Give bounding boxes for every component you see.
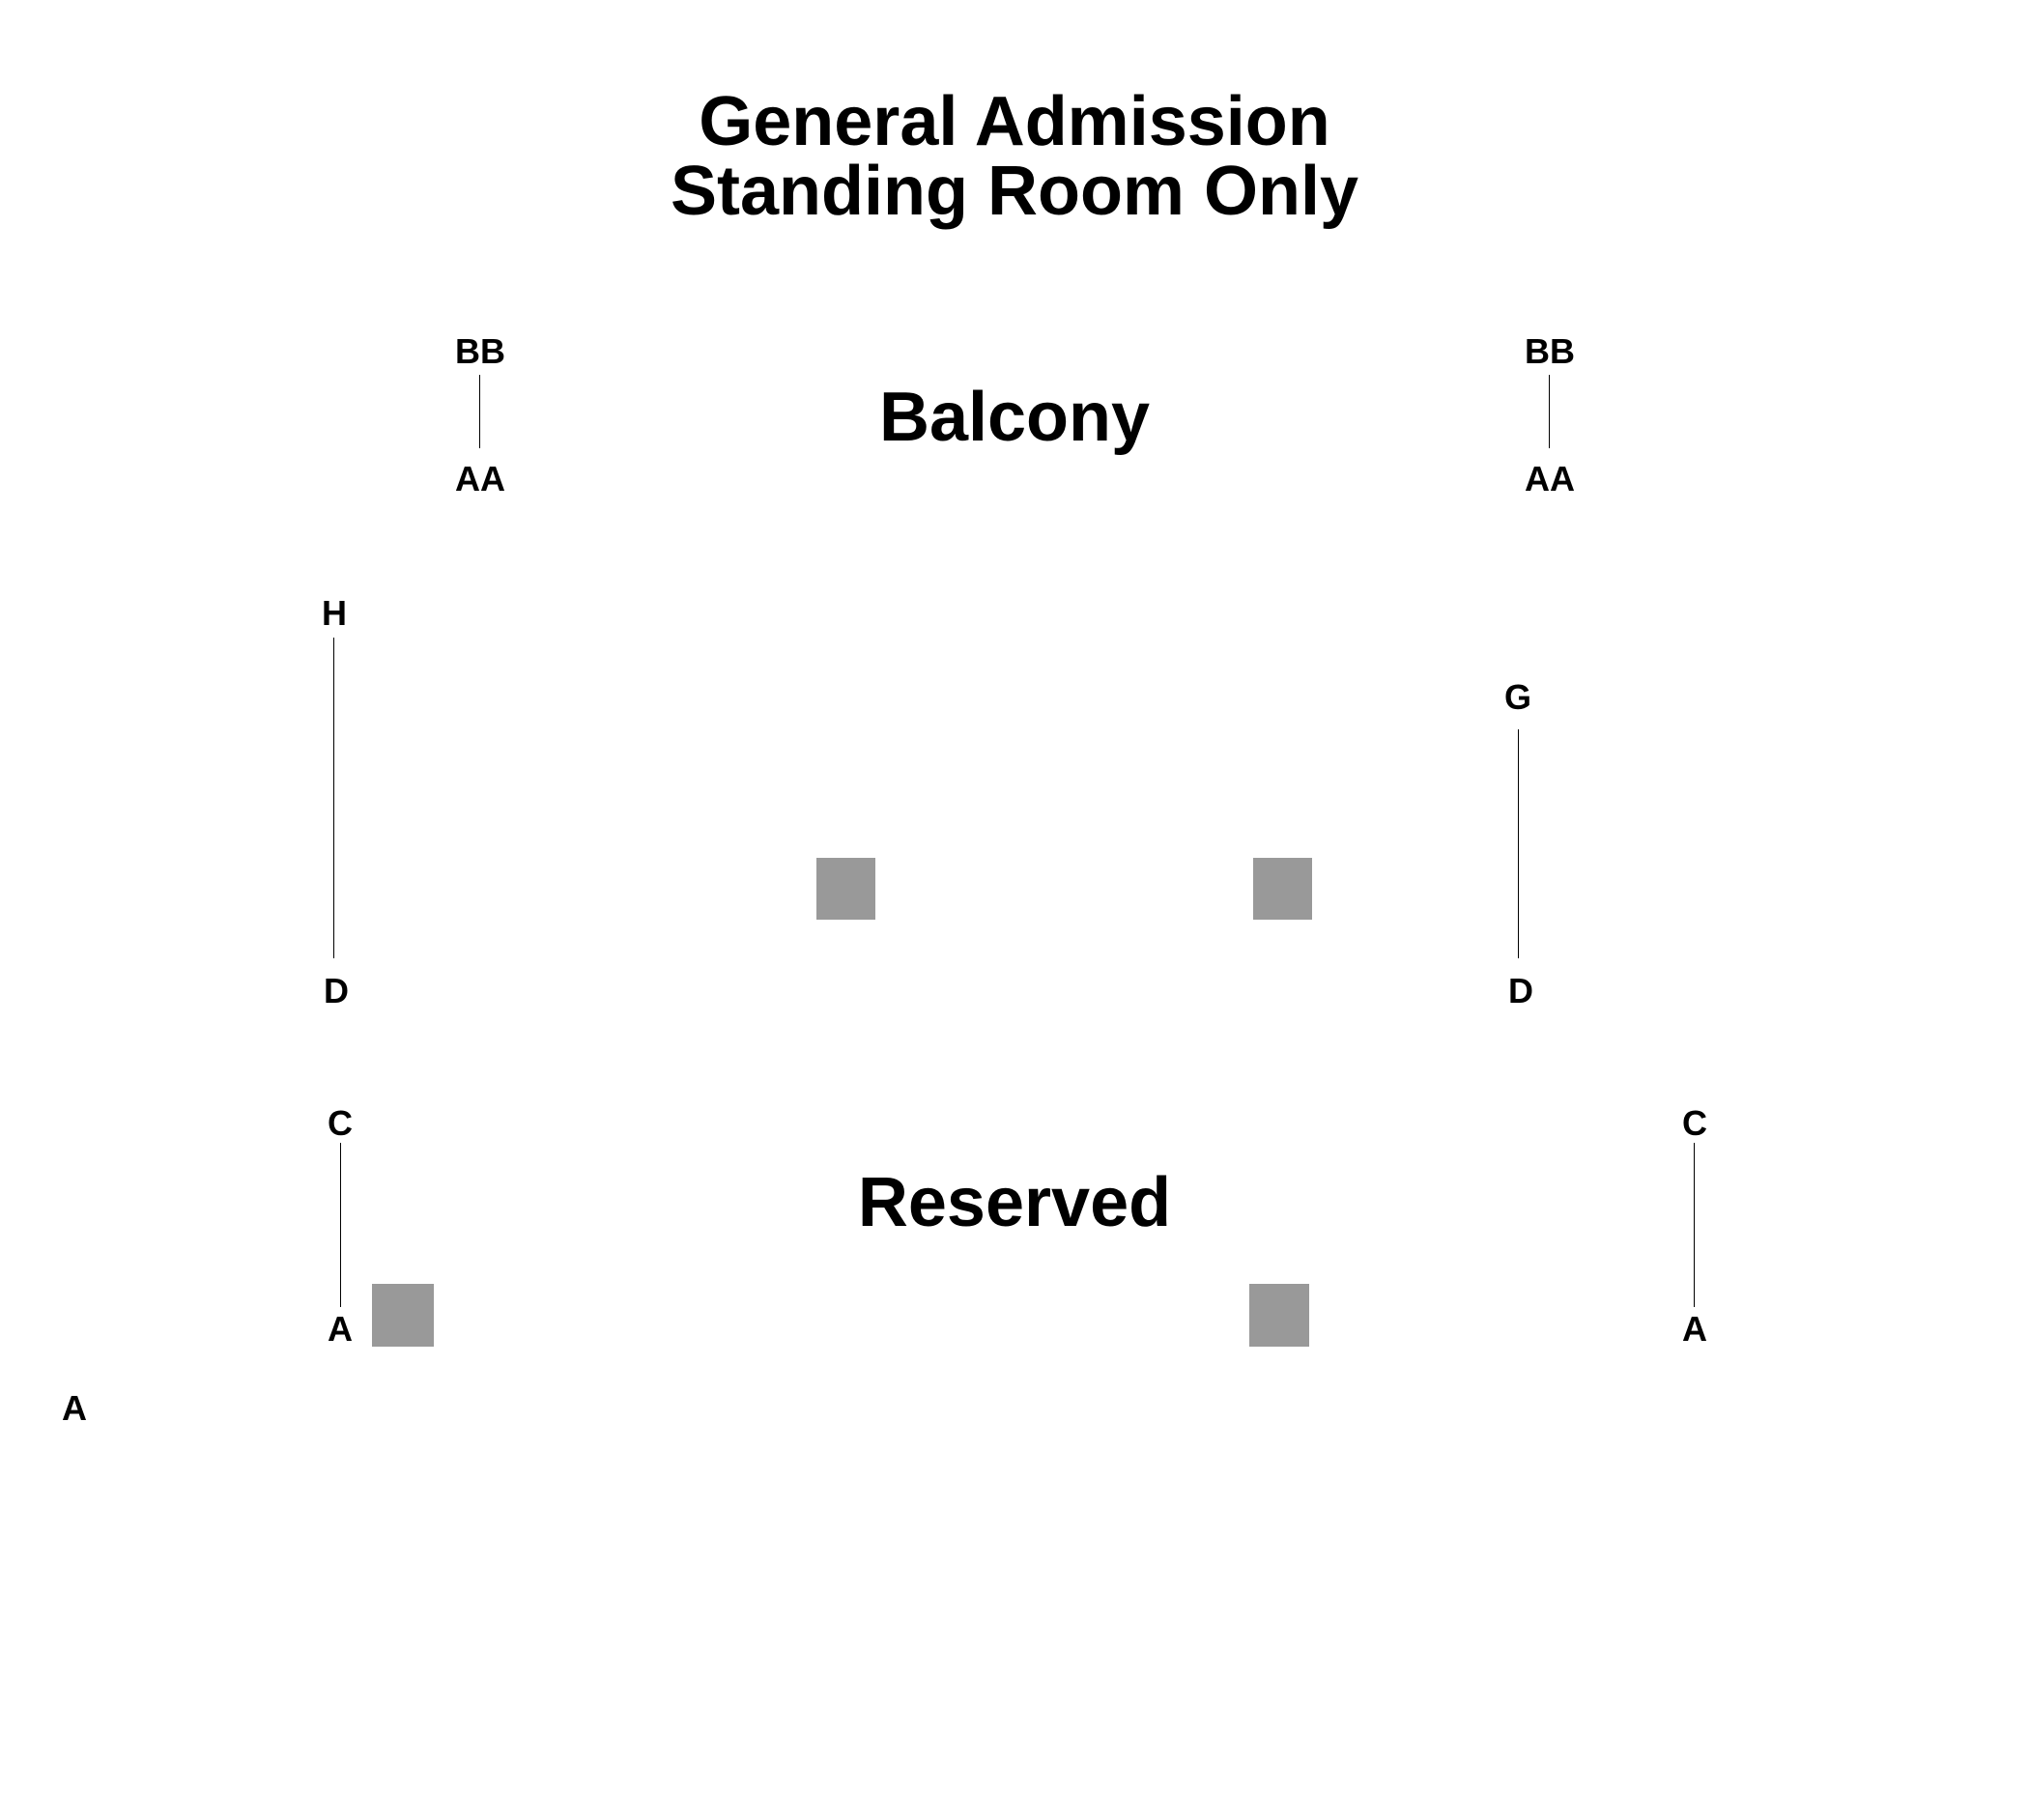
row-label-a-left: A — [328, 1309, 353, 1349]
section-label-balcony: Balcony — [878, 379, 1151, 456]
row-range-line-reserved-right — [1694, 1143, 1695, 1307]
section-marker-reserved-right — [1249, 1284, 1309, 1347]
row-range-line-balcony-left — [479, 375, 480, 448]
title-general-admission: General Admission — [699, 83, 1330, 160]
row-range-line-balcony-right — [1549, 375, 1550, 448]
row-label-c-left: C — [328, 1103, 353, 1143]
row-label-a-standalone: A — [62, 1388, 87, 1428]
row-label-aa-left: AA — [455, 459, 505, 498]
title-standing-room-only: Standing Room Only — [671, 153, 1358, 230]
row-label-d-right: D — [1508, 971, 1533, 1010]
row-label-bb-left: BB — [455, 331, 505, 371]
row-label-aa-right: AA — [1525, 459, 1575, 498]
row-label-a-right: A — [1682, 1309, 1707, 1349]
section-marker-balcony-left — [816, 858, 875, 920]
row-label-g-right: G — [1503, 677, 1531, 717]
row-label-d-left: D — [324, 971, 349, 1010]
section-marker-balcony-right — [1253, 858, 1312, 920]
row-label-h-left: H — [322, 593, 347, 633]
section-label-reserved: Reserved — [857, 1164, 1172, 1241]
row-label-bb-right: BB — [1525, 331, 1575, 371]
row-range-line-mid-left — [333, 638, 334, 958]
row-range-line-reserved-left — [340, 1143, 341, 1307]
row-range-line-mid-right — [1518, 729, 1519, 958]
row-label-c-right: C — [1682, 1103, 1707, 1143]
section-marker-reserved-left — [372, 1284, 434, 1347]
